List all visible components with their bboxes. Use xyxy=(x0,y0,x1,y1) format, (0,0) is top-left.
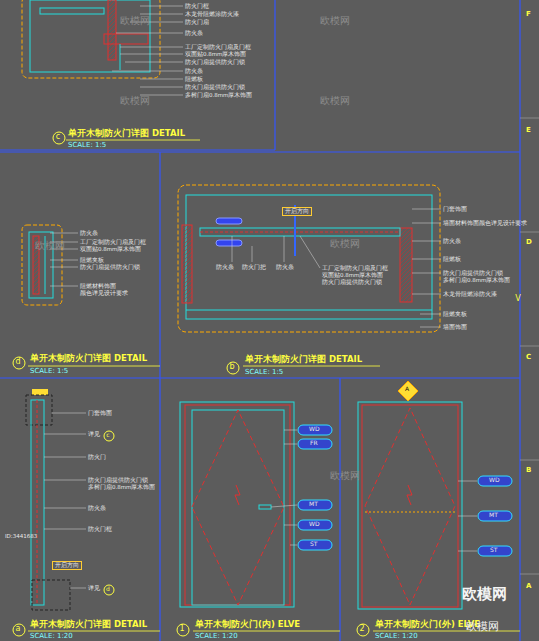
callout-label: 防火门扇提供防火门锁 xyxy=(185,84,245,90)
watermark: 欧模网 xyxy=(462,586,507,603)
callout-label: 防火门扇提供防火门锁 xyxy=(185,59,245,65)
finish-tag: MT xyxy=(309,501,318,508)
view-title: 单开木制防火门详图 DETAIL xyxy=(245,355,362,365)
callout-label: 颜色详见设计要求 xyxy=(80,290,128,296)
finish-tag: A xyxy=(405,386,409,393)
finish-tag: FR xyxy=(310,440,318,447)
finish-tag: WD xyxy=(309,426,320,433)
grid-letter: C xyxy=(526,353,531,361)
callout-label: 防火条 xyxy=(185,68,203,74)
detail-circle: c xyxy=(103,430,113,440)
detail-circle: d xyxy=(12,356,24,368)
callout-label: 阻燃材料饰面 xyxy=(80,283,116,289)
scale-note: SCALE: 1:20 xyxy=(375,632,418,640)
callout-label: 双面贴0.8mm厚木饰面 xyxy=(185,51,246,57)
callout-label: 防火门框 xyxy=(88,526,112,532)
callout-label: 双面贴0.8mm厚木饰面 xyxy=(322,272,383,278)
watermark: 欧模网 xyxy=(320,15,350,27)
callout-label: 工厂定制防火门扇及门框 xyxy=(80,239,146,245)
callout-label: 阻燃板 xyxy=(185,76,203,82)
callout-label: 双面贴0.8mm厚木饰面 xyxy=(80,246,141,252)
grid-letter: B xyxy=(526,466,531,474)
callout-label: 详见 xyxy=(88,585,100,591)
watermark: 欧模网 xyxy=(120,95,150,107)
callout-label: 墙面材料饰面颜色详见设计要求 xyxy=(443,220,527,226)
callout-label: 工厂定制防火门扇及门框 xyxy=(322,265,388,271)
detail-circle: d xyxy=(103,584,113,594)
callout-label: 木龙骨阻燃涂防火漆 xyxy=(443,291,497,297)
callout-label: 工厂定制防火门扇及门框 xyxy=(185,44,251,50)
callout-label: 多树门扇0.8mm厚木饰面 xyxy=(443,277,510,283)
view-title: 单开木制防火门详图 DETAIL xyxy=(30,354,147,364)
finish-tag: WD xyxy=(309,521,320,528)
callout-label: 防火门 xyxy=(88,454,106,460)
finish-tag: MT xyxy=(489,512,498,519)
watermark: 欧模网 xyxy=(320,95,350,107)
callout-label: 防火条 xyxy=(276,264,294,270)
callout-label: ID:3441683 xyxy=(5,533,37,539)
watermark: 欧模网 xyxy=(120,15,150,27)
callout-label: 墙面饰面 xyxy=(443,324,467,330)
callout-label: 防火门框 xyxy=(185,3,209,9)
finish-tag: ST xyxy=(490,547,497,554)
callout-label: 阻燃夹板 xyxy=(443,311,467,317)
view-title: 单开木制防火门详图 DETAIL xyxy=(68,129,185,139)
finish-tag: WD xyxy=(489,477,500,484)
watermark: 欧模网 xyxy=(466,621,499,634)
view-title: 单开木制防火门详图 DETAIL xyxy=(30,620,147,630)
watermark: 欧模网 xyxy=(330,470,360,482)
grid-letter: A xyxy=(526,582,531,590)
detail-circle: a xyxy=(12,623,24,635)
callout-label: 门套饰面 xyxy=(88,410,112,416)
callout-label: 防火门扇提供防火门锁 xyxy=(443,270,503,276)
callout-label: 详见 xyxy=(88,431,100,437)
scale-note: SCALE: 1:5 xyxy=(30,367,68,375)
scale-note: SCALE: 1:20 xyxy=(195,632,238,640)
callout-label: 防火条 xyxy=(216,264,234,270)
watermark: 欧模网 xyxy=(330,238,360,250)
callout-label: 防火门扇提供防火门锁 xyxy=(322,279,382,285)
callout-label: 阻燃夹板 xyxy=(80,257,104,263)
callout-label: 多树门扇0.8mm厚木饰面 xyxy=(88,484,155,490)
finish-tag: ST xyxy=(310,541,317,548)
callout-label: 防火门扇 xyxy=(185,19,209,25)
detail-circle: 1 xyxy=(176,623,188,635)
callout-label: 木龙骨阻燃涂防火漆 xyxy=(185,11,239,17)
view-title: 单开木制防火门(内) ELVE xyxy=(195,620,300,630)
grid-letter: F xyxy=(526,10,531,18)
callout-label: 防火门扇提供防火门锁 xyxy=(88,477,148,483)
callout-label: 防火条 xyxy=(88,505,106,511)
direction-tag: 开启方向 xyxy=(52,561,82,570)
callout-label: 防火条 xyxy=(185,30,203,36)
callout-label: 防火门扇提供防火门锁 xyxy=(80,264,140,270)
view-title: 单开木制防火门(外) ELVE xyxy=(375,620,480,630)
detail-circle: b xyxy=(226,361,238,373)
scale-note: SCALE: 1:5 xyxy=(68,141,106,149)
callout-label: 防火条 xyxy=(80,230,98,236)
callout-label: 防火门把 xyxy=(242,264,266,270)
callout-label: 多树门扇0.8mm厚木饰面 xyxy=(185,92,252,98)
direction-tag: 开启方向 xyxy=(282,207,312,216)
watermark: 欧模网 xyxy=(35,240,65,252)
callout-label: 防火条 xyxy=(443,238,461,244)
scale-note: SCALE: 1:5 xyxy=(245,368,283,376)
scale-note: SCALE: 1:20 xyxy=(30,632,73,640)
callout-label: 阻燃板 xyxy=(443,256,461,262)
detail-circle: c xyxy=(52,131,64,143)
callout-label: 门套饰面 xyxy=(443,206,467,212)
detail-circle: 2 xyxy=(356,623,368,635)
grid-letter: D xyxy=(526,238,532,246)
grid-letter: E xyxy=(526,126,531,134)
detail-circle: V xyxy=(512,293,524,305)
